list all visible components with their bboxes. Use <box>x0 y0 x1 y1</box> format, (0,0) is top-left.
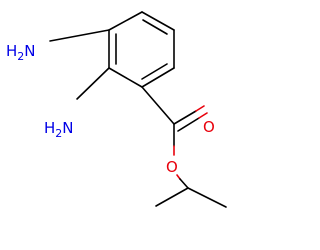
carbonyl-bond <box>195 105 205 112</box>
carbonyl-double-bond <box>177 117 200 132</box>
amine-h-lower: H <box>44 119 55 137</box>
oxy-carbon-bond <box>176 174 181 180</box>
chemical-structure: H2N H2N O O <box>6 11 227 208</box>
carbonyl-double-bond <box>198 112 208 119</box>
carbonyl-oxygen-label: O <box>203 118 215 136</box>
methyl-bond-right <box>187 187 227 208</box>
ring-bond <box>141 11 175 31</box>
ring-bond <box>141 67 175 88</box>
amine-n-upper: N <box>24 42 35 60</box>
amine-label-lower: H2N <box>44 119 74 140</box>
ester-oxygen-label: O <box>166 158 178 176</box>
ring-bond <box>108 67 143 88</box>
carbonyl-bond <box>173 110 197 125</box>
ring-double-bond <box>141 63 168 80</box>
amine-label-upper: H2N <box>6 42 36 63</box>
oxy-carbon-bond <box>179 178 189 189</box>
amine-bond-upper <box>49 29 110 42</box>
ring-bond <box>108 11 143 31</box>
amine-subscript-upper: 2 <box>17 50 24 63</box>
carboxyl-bond <box>141 86 175 125</box>
amine-h-upper: H <box>6 42 17 60</box>
amine-subscript-lower: 2 <box>55 127 62 140</box>
ring-double-bond <box>142 19 168 35</box>
amine-n-lower: N <box>62 119 73 137</box>
amine-bond-lower <box>76 67 110 100</box>
methyl-bond-left <box>155 187 189 207</box>
